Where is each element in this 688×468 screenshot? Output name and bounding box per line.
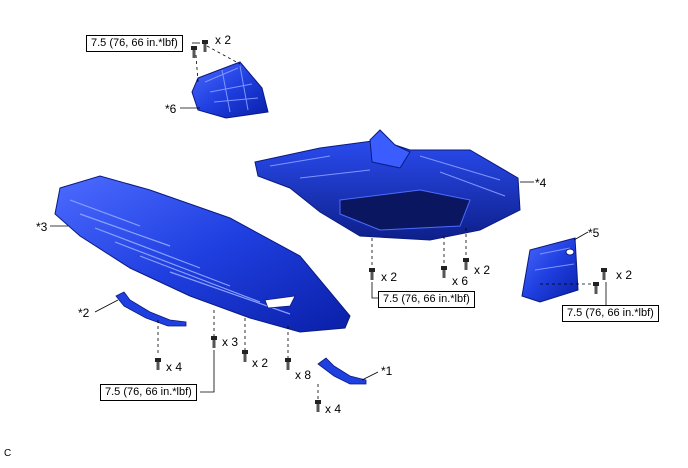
- bolt-icon: [601, 268, 607, 280]
- bolt-icon: [285, 358, 291, 370]
- part-3-cover: [54, 175, 351, 333]
- torque-label: 7.5 (76, 66 in.*lbf): [378, 291, 475, 308]
- torque-connectors: [192, 42, 607, 393]
- bolt-icon: [593, 282, 599, 294]
- bolt-icon: [369, 268, 375, 280]
- bolt-icon: [242, 350, 248, 362]
- bolt-icon: [441, 266, 447, 278]
- label-leaders: [50, 107, 589, 381]
- torque-label: 7.5 (76, 66 in.*lbf): [562, 305, 659, 322]
- torque-label: 7.5 (76, 66 in.*lbf): [86, 35, 183, 52]
- part-label-3: *3: [36, 220, 48, 234]
- assembly-lines: [157, 45, 596, 400]
- torque-label: 7.5 (76, 66 in.*lbf): [100, 384, 197, 401]
- part-label-2: *2: [78, 306, 90, 320]
- part-5-cover: [521, 237, 579, 303]
- quantity-label: x 6: [452, 274, 469, 288]
- quantity-label: x 8: [295, 368, 312, 382]
- bolt-icon: [463, 258, 469, 270]
- part-2-bracket: [115, 291, 187, 327]
- part-label-5: *5: [588, 226, 600, 240]
- part-label-4: *4: [535, 176, 547, 190]
- bolt-icon: [315, 400, 321, 412]
- part-1-bracket: [317, 357, 367, 385]
- bolt-icon: [211, 336, 217, 348]
- quantity-label: x 4: [325, 402, 342, 416]
- diagram-code: C: [4, 448, 12, 459]
- part-label-6: *6: [165, 102, 177, 116]
- quantity-label: x 2: [616, 268, 633, 282]
- part-4-cover: [254, 129, 521, 241]
- quantity-label: x 2: [474, 263, 491, 277]
- quantity-label: x 4: [166, 360, 183, 374]
- part-label-1: *1: [381, 364, 393, 378]
- bolt-icon: [155, 358, 161, 370]
- quantity-label: x 3: [222, 335, 239, 349]
- quantity-label: x 2: [381, 270, 398, 284]
- quantity-label: x 2: [252, 356, 269, 370]
- part-6-cover: [191, 61, 269, 119]
- quantity-label: x 2: [215, 33, 232, 47]
